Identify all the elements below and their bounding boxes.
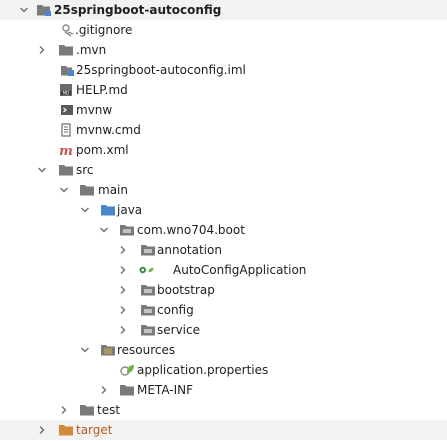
tree-row-iml[interactable]: 25springboot-autoconfig.iml bbox=[0, 60, 447, 80]
tree-row-pom[interactable]: m pom.xml bbox=[0, 140, 447, 160]
tree-row-mvn[interactable]: .mvn bbox=[0, 40, 447, 60]
tree-row-bootstrap[interactable]: bootstrap bbox=[0, 280, 447, 300]
tree-row-target[interactable]: target bbox=[0, 420, 447, 440]
package-icon bbox=[140, 243, 156, 257]
tree-row-meta-inf[interactable]: META-INF bbox=[0, 380, 447, 400]
chevron-down-icon[interactable] bbox=[37, 165, 47, 175]
chevron-right-icon[interactable] bbox=[37, 425, 47, 435]
package-icon bbox=[140, 323, 156, 337]
java-label: java bbox=[117, 203, 143, 217]
mvn-label: .mvn bbox=[76, 43, 107, 57]
help-label: HELP.md bbox=[76, 83, 128, 97]
tree-row-main[interactable]: main bbox=[0, 180, 447, 200]
iml-label: 25springboot-autoconfig.iml bbox=[76, 63, 246, 77]
tree-row-config[interactable]: config bbox=[0, 300, 447, 320]
script-file-icon bbox=[59, 103, 75, 117]
bootstrap-label: bootstrap bbox=[157, 283, 215, 297]
spring-properties-icon bbox=[119, 363, 135, 377]
tree-row-service[interactable]: service bbox=[0, 320, 447, 340]
tree-row-root[interactable]: 25springboot-autoconfig bbox=[0, 0, 447, 20]
maven-icon: m bbox=[58, 143, 74, 157]
tree-row-package[interactable]: com.wno704.boot bbox=[0, 220, 447, 240]
annotation-label: annotation bbox=[157, 243, 222, 257]
mvnw-cmd-label: mvnw.cmd bbox=[76, 123, 141, 137]
test-label: test bbox=[97, 403, 121, 417]
folder-icon bbox=[58, 163, 74, 177]
chevron-down-icon[interactable] bbox=[80, 205, 90, 215]
chevron-right-icon[interactable] bbox=[99, 385, 109, 395]
config-label: config bbox=[157, 303, 194, 317]
package-icon bbox=[119, 223, 135, 237]
src-label: src bbox=[76, 163, 94, 177]
meta-inf-label: META-INF bbox=[137, 383, 194, 397]
chevron-right-icon[interactable] bbox=[118, 245, 128, 255]
svg-text:m: m bbox=[59, 144, 73, 157]
app-props-label: application.properties bbox=[137, 363, 269, 377]
folder-icon bbox=[119, 383, 135, 397]
tree-row-help[interactable]: MD HELP.md bbox=[0, 80, 447, 100]
app-class-label: AutoConfigApplication bbox=[173, 263, 307, 277]
tree-row-resources[interactable]: resources bbox=[0, 340, 447, 360]
package-label: com.wno704.boot bbox=[137, 223, 245, 237]
tree-row-app-props[interactable]: application.properties bbox=[0, 360, 447, 380]
package-icon bbox=[140, 283, 156, 297]
chevron-down-icon[interactable] bbox=[19, 5, 29, 15]
excluded-folder-icon bbox=[58, 423, 74, 437]
tree-row-mvnw[interactable]: mvnw bbox=[0, 100, 447, 120]
folder-icon bbox=[79, 403, 95, 417]
chevron-right-icon[interactable] bbox=[118, 305, 128, 315]
source-folder-icon bbox=[100, 203, 116, 217]
target-label: target bbox=[76, 423, 113, 437]
service-label: service bbox=[157, 323, 200, 337]
chevron-right-icon[interactable] bbox=[59, 405, 69, 415]
tree-row-annotation[interactable]: annotation bbox=[0, 240, 447, 260]
resources-folder-icon bbox=[100, 343, 116, 357]
root-label: 25springboot-autoconfig bbox=[54, 3, 222, 17]
pom-label: pom.xml bbox=[76, 143, 129, 157]
tree-row-java[interactable]: java bbox=[0, 200, 447, 220]
text-file-icon bbox=[58, 123, 74, 137]
chevron-down-icon[interactable] bbox=[59, 185, 69, 195]
folder-icon bbox=[79, 183, 95, 197]
spring-class-icon bbox=[139, 263, 155, 277]
chevron-right-icon[interactable] bbox=[118, 285, 128, 295]
mvnw-label: mvnw bbox=[76, 103, 113, 117]
tree-row-src[interactable]: src bbox=[0, 160, 447, 180]
chevron-down-icon[interactable] bbox=[99, 225, 109, 235]
tree-row-test[interactable]: test bbox=[0, 400, 447, 420]
gitignore-file-icon bbox=[60, 23, 76, 37]
chevron-right-icon[interactable] bbox=[118, 325, 128, 335]
chevron-right-icon[interactable] bbox=[37, 45, 47, 55]
tree-row-gitignore[interactable]: .gitignore bbox=[0, 20, 447, 40]
svg-text:MD: MD bbox=[63, 91, 70, 96]
gitignore-label: .gitignore bbox=[75, 23, 133, 37]
folder-icon bbox=[58, 43, 74, 57]
package-icon bbox=[140, 303, 156, 317]
main-label: main bbox=[98, 183, 128, 197]
module-folder-icon bbox=[36, 3, 52, 17]
tree-row-mvnw-cmd[interactable]: mvnw.cmd bbox=[0, 120, 447, 140]
chevron-down-icon[interactable] bbox=[80, 345, 90, 355]
resources-label: resources bbox=[117, 343, 176, 357]
tree-row-app-class[interactable]: AutoConfigApplication bbox=[0, 260, 447, 280]
markdown-file-icon: MD bbox=[58, 83, 74, 97]
iml-file-icon bbox=[60, 63, 76, 77]
chevron-right-icon[interactable] bbox=[118, 265, 128, 275]
